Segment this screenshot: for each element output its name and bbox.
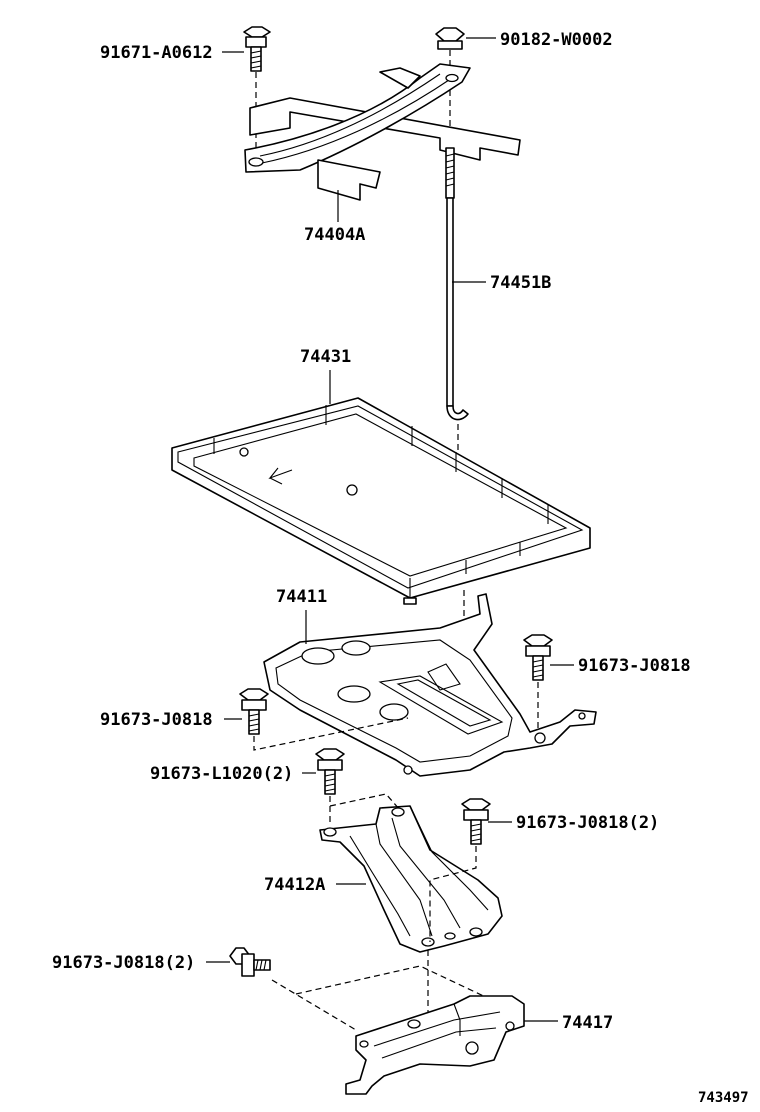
label-74451b[interactable]: 74451B [490,273,551,293]
label-91673-j0818-2-left[interactable]: 91673-J0818(2) [52,953,195,973]
bolt-91673-j0818-2-right[interactable] [461,798,491,845]
bolt-91673-l1020[interactable] [315,748,345,795]
bolt-91673-j0818-2-left[interactable] [229,947,271,977]
bolt-91673-j0818-left[interactable] [239,688,269,735]
label-91671-a0612[interactable]: 91671-A0612 [100,43,213,63]
label-91673-j0818-left[interactable]: 91673-J0818 [100,710,213,730]
bolt-left-alignment-line [253,717,409,751]
label-91673-l1020[interactable]: 91673-L1020(2) [150,764,293,784]
nut-90182-w0002[interactable] [435,27,465,50]
battery-carrier-74411[interactable] [263,593,597,777]
battery-tray-74431[interactable] [171,397,591,605]
label-74431[interactable]: 74431 [300,347,351,367]
label-74417[interactable]: 74417 [562,1013,613,1033]
label-74411[interactable]: 74411 [276,587,327,607]
label-74412a[interactable]: 74412A [264,875,325,895]
battery-bracket-74412a[interactable] [319,805,503,953]
label-91673-j0818-2-right[interactable]: 91673-J0818(2) [516,813,659,833]
clamp-rod-74451b[interactable] [445,147,469,421]
battery-clamp-74404a[interactable] [244,63,521,201]
bolt-j0818-2-right-alignment-line [429,846,477,942]
bracket-alignment-line [295,965,493,1001]
bolt-l1020-alignment-line [329,793,401,811]
figure-number: 743497 [698,1090,749,1106]
label-91673-j0818-right[interactable]: 91673-J0818 [578,656,691,676]
label-90182-w0002[interactable]: 90182-W0002 [500,30,613,50]
bolt-91671-a0612[interactable] [243,26,271,72]
bolt-j0818-2-left-alignment-line [271,979,357,1031]
bolt-91673-j0818-right[interactable] [523,634,553,681]
label-74404a[interactable]: 74404A [304,225,365,245]
battery-bracket-74417[interactable] [345,995,525,1095]
